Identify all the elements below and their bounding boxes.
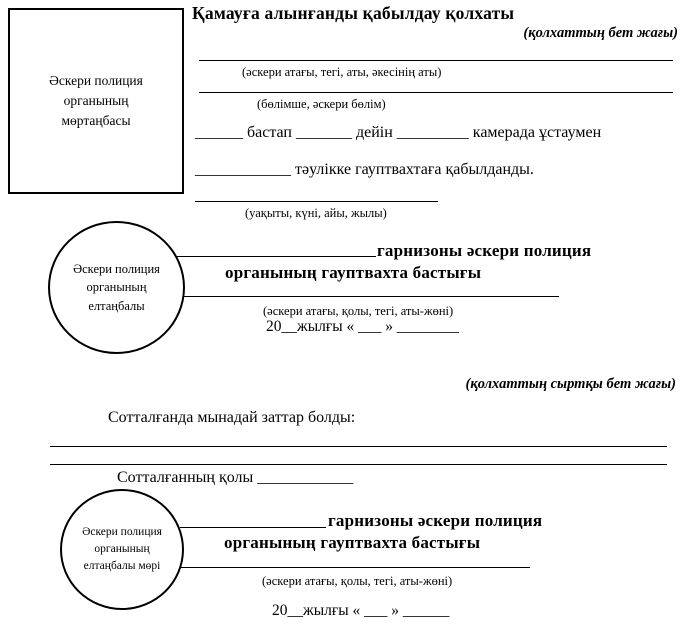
belongings-fill-line-2 — [50, 464, 667, 465]
name-fill-line — [199, 60, 673, 61]
name-field-caption: (әскери атағы, тегі, аты, әкесінің аты) — [242, 65, 442, 79]
officer-signature-caption-back: (әскери атағы, қолы, тегі, аты-жөні) — [262, 574, 453, 588]
detention-period-line: ______ бастап _______ дейін _________ ка… — [195, 124, 602, 141]
date-line-back: 20__жылғы « ___ » ______ — [272, 602, 450, 619]
belongings-fill-line-1 — [50, 446, 667, 447]
garrison-fill-line-front — [176, 256, 376, 257]
officer-signature-line-front — [184, 296, 559, 297]
belongings-heading: Сотталғанда мынадай заттар болды: — [108, 409, 356, 426]
stamp-placeholder-label: Әскери полиция органының мөртаңбасы — [49, 72, 143, 129]
front-side-note: (қолхаттың бет жағы) — [523, 25, 678, 41]
officer-signature-caption-front: (әскери атағы, қолы, тегі, аты-жөні) — [263, 304, 454, 318]
unit-field-caption: (бөлімше, әскери бөлім) — [257, 97, 386, 111]
stamp-placeholder-box: Әскери полиция органының мөртаңбасы — [8, 8, 184, 194]
garrison-fill-line-back — [180, 527, 326, 528]
emblem-seal-placeholder-front: Әскери полиция органының елтаңбалы — [48, 221, 185, 354]
back-side-note: (қолхаттың сыртқы бет жағы) — [465, 376, 676, 392]
emblem-seal-placeholder-back: Әскери полиция органының елтаңбалы мөрі — [60, 489, 184, 610]
emblem-seal-label-back: Әскери полиция органының елтаңбалы мөрі — [82, 526, 162, 572]
admission-line: ____________ тәулікке гауптвахтаға қабыл… — [195, 161, 534, 178]
datetime-fill-line — [195, 201, 438, 202]
convict-signature-line: Сотталғанның қолы ____________ — [117, 469, 354, 486]
officer-title-line1-back: гарнизоны әскери полиция — [328, 511, 543, 530]
unit-fill-line — [199, 92, 673, 93]
officer-title-line1-front: гарнизоны әскери полиция — [377, 241, 592, 260]
datetime-caption: (уақыты, күні, айы, жылы) — [245, 206, 387, 220]
officer-signature-line-back — [181, 567, 530, 568]
officer-title-line2-front: органының гауптвахта бастығы — [225, 263, 482, 282]
date-line-front: 20__жылғы « ___ » ________ — [266, 318, 459, 335]
emblem-seal-label-front: Әскери полиция органының елтаңбалы — [73, 262, 160, 313]
officer-title-line2-back: органының гауптвахта бастығы — [224, 533, 481, 552]
document-title: Қамауға алынғанды қабылдау қолхаты — [192, 3, 515, 23]
